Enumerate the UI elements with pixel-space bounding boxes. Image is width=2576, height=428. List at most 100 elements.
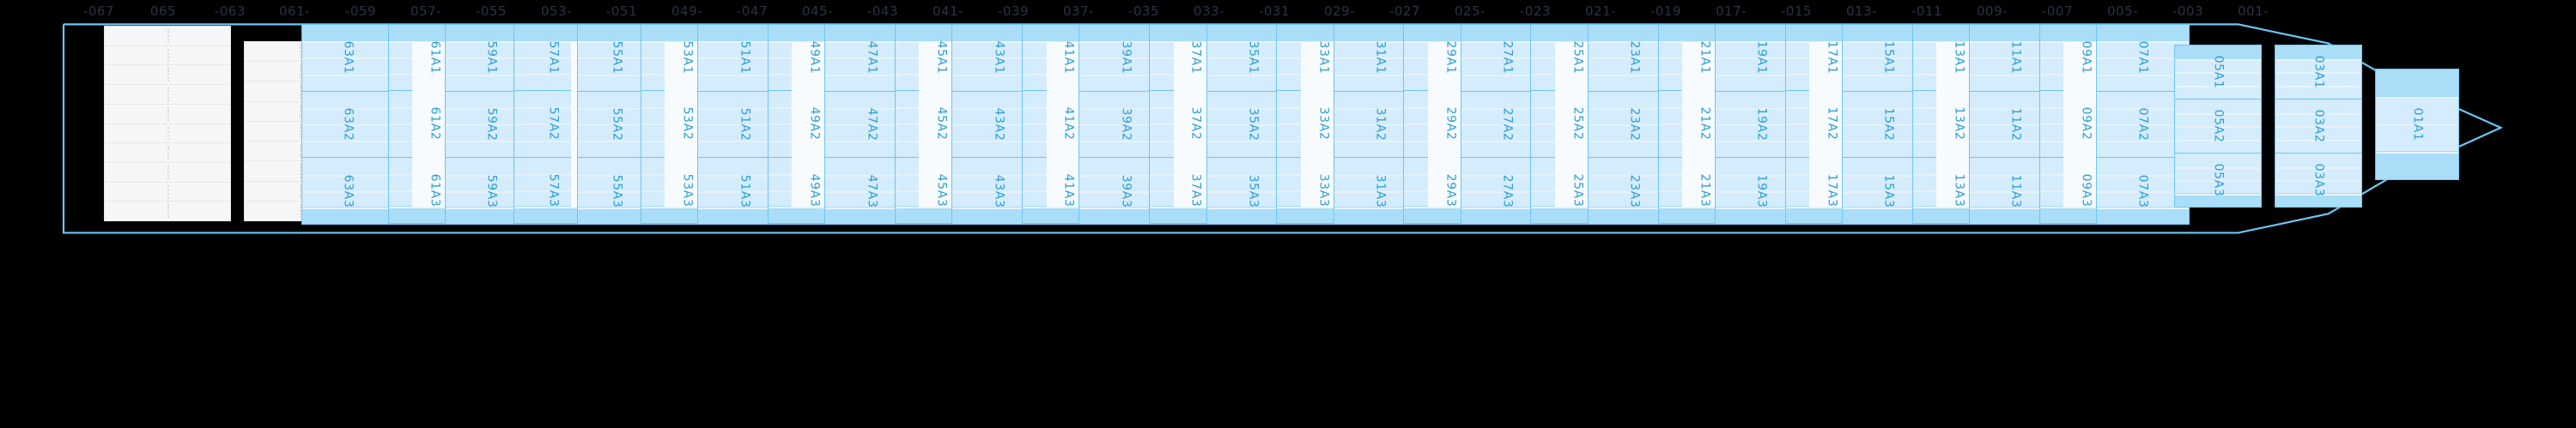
cell-label: 09A3 <box>2079 173 2093 208</box>
cargo-cell-27A2[interactable]: 27A2 <box>1461 92 1553 159</box>
cell-label: 53A3 <box>680 173 695 208</box>
empty-slot-row[interactable] <box>105 202 230 220</box>
ruler-tick-019: -019 <box>1649 3 1682 19</box>
bay-067[interactable] <box>103 26 231 221</box>
slot-divider <box>1715 57 1807 60</box>
cargo-cell-19A1[interactable]: 19A1 <box>1715 25 1807 92</box>
cargo-cell-01A1[interactable]: 01A1 <box>2376 69 2458 179</box>
cargo-cell-27A1[interactable]: 27A1 <box>1461 25 1553 92</box>
cargo-cell-63A1[interactable]: 63A1 <box>301 25 394 92</box>
cargo-cell-55A2[interactable]: 55A2 <box>578 92 657 159</box>
empty-slot-row[interactable] <box>104 124 230 144</box>
bay-63[interactable]: 63A1 63A2 63A3 <box>301 24 395 225</box>
cargo-cell-57A2[interactable]: 57A2 <box>514 91 593 158</box>
cargo-cell-39A2[interactable]: 39A2 <box>1079 92 1172 159</box>
empty-slot-row[interactable] <box>104 163 230 183</box>
cargo-cell-47A1[interactable]: 47A1 <box>825 25 918 92</box>
empty-slot-row[interactable] <box>104 85 230 105</box>
cargo-cell-39A1[interactable]: 39A1 <box>1079 25 1172 92</box>
cargo-cell-47A2[interactable]: 47A2 <box>825 92 918 159</box>
empty-slot-row[interactable] <box>245 182 354 202</box>
cell-shade-top <box>514 25 593 42</box>
cargo-cell-03A1[interactable]: 03A1 <box>2275 45 2361 99</box>
cargo-cell-15A3[interactable]: 15A3 <box>1842 158 1935 225</box>
cell-label: 15A3 <box>1881 174 1896 208</box>
cargo-cell-51A1[interactable]: 51A1 <box>698 25 791 92</box>
cell-label: 53A1 <box>680 40 695 75</box>
empty-slot-row[interactable] <box>104 183 230 202</box>
cargo-cell-03A3[interactable]: 03A3 <box>2275 154 2361 207</box>
cargo-cell-11A1[interactable]: 11A1 <box>1969 25 2062 92</box>
empty-slot-row[interactable] <box>245 102 354 122</box>
cargo-cell-05A1[interactable]: 05A1 <box>2175 45 2261 99</box>
cell-label: 25A2 <box>1570 107 1584 141</box>
cargo-cell-55A3[interactable]: 55A3 <box>578 158 657 225</box>
cargo-cell-11A2[interactable]: 11A2 <box>1969 92 2062 159</box>
empty-slot-row[interactable] <box>104 65 230 86</box>
slot-divider <box>952 107 1045 110</box>
cargo-cell-31A2[interactable]: 31A2 <box>1334 92 1426 159</box>
cargo-cell-19A3[interactable]: 19A3 <box>1715 158 1807 225</box>
cargo-cell-35A2[interactable]: 35A2 <box>1206 92 1299 159</box>
cargo-cell-59A2[interactable]: 59A2 <box>446 92 538 159</box>
cell-label: 47A3 <box>864 174 878 208</box>
cargo-cell-47A3[interactable]: 47A3 <box>825 158 918 225</box>
cargo-cell-43A1[interactable]: 43A1 <box>952 25 1045 92</box>
cargo-cell-27A3[interactable]: 27A3 <box>1461 158 1553 225</box>
empty-slot-row[interactable] <box>245 81 354 102</box>
cargo-cell-51A3[interactable]: 51A3 <box>698 158 791 225</box>
cell-shade-top <box>952 25 1045 42</box>
empty-slot-row[interactable] <box>245 42 354 63</box>
cargo-cell-15A2[interactable]: 15A2 <box>1842 92 1935 159</box>
empty-slot-row[interactable] <box>104 46 230 66</box>
cargo-cell-43A3[interactable]: 43A3 <box>952 158 1045 225</box>
cargo-cell-05A2[interactable]: 05A2 <box>2175 99 2261 154</box>
cargo-cell-51A2[interactable]: 51A2 <box>698 92 791 159</box>
empty-slot-row[interactable] <box>245 62 354 82</box>
empty-slot-row[interactable] <box>245 161 354 182</box>
cargo-cell-23A2[interactable]: 23A2 <box>1588 92 1680 159</box>
bay-01[interactable]: 01A1 <box>2375 69 2459 180</box>
slot-divider <box>1461 174 1553 177</box>
cargo-cell-05A3[interactable]: 05A3 <box>2175 154 2261 207</box>
cargo-cell-11A3[interactable]: 11A3 <box>1969 158 2062 225</box>
cargo-cell-55A1[interactable]: 55A1 <box>578 25 657 92</box>
cell-label: 01A1 <box>2409 107 2424 142</box>
empty-slot-row[interactable] <box>245 142 354 162</box>
cargo-cell-57A3[interactable]: 57A3 <box>514 158 593 224</box>
cargo-cell-35A3[interactable]: 35A3 <box>1206 158 1299 225</box>
cell-label: 63A2 <box>341 107 355 142</box>
ruler-tick-023: -023 <box>1519 3 1552 19</box>
slot-divider <box>1588 207 1680 209</box>
cargo-cell-63A3[interactable]: 63A3 <box>301 158 394 225</box>
cargo-cell-23A1[interactable]: 23A1 <box>1588 25 1680 92</box>
cargo-cell-15A1[interactable]: 15A1 <box>1842 25 1935 92</box>
cargo-cell-43A2[interactable]: 43A2 <box>952 92 1045 159</box>
empty-slot-row[interactable] <box>245 202 354 220</box>
cargo-cell-39A3[interactable]: 39A3 <box>1079 158 1172 225</box>
cargo-cell-07A1[interactable]: 07A1 <box>2096 25 2189 92</box>
cargo-cell-57A1[interactable]: 57A1 <box>514 25 593 92</box>
cargo-cell-23A3[interactable]: 23A3 <box>1588 158 1680 225</box>
cargo-cell-07A3[interactable]: 07A3 <box>2096 158 2189 225</box>
slot-divider <box>2096 174 2189 177</box>
cargo-cell-07A2[interactable]: 07A2 <box>2096 92 2189 159</box>
slot-divider <box>1969 74 2062 76</box>
empty-slot-row[interactable] <box>104 143 230 163</box>
cargo-cell-19A2[interactable]: 19A2 <box>1715 92 1807 159</box>
ruler-tick-063: -063 <box>214 3 246 19</box>
cargo-cell-63A2[interactable]: 63A2 <box>301 92 394 159</box>
empty-slot-row[interactable] <box>104 27 230 46</box>
cargo-cell-35A1[interactable]: 35A1 <box>1206 25 1299 92</box>
slot-divider <box>2175 85 2261 87</box>
empty-slot-row[interactable] <box>245 122 354 142</box>
empty-slot-row[interactable] <box>104 105 230 124</box>
cell-shade-top <box>578 25 657 42</box>
cargo-cell-31A3[interactable]: 31A3 <box>1334 158 1426 225</box>
cargo-cell-03A2[interactable]: 03A2 <box>2275 99 2361 154</box>
cargo-cell-31A1[interactable]: 31A1 <box>1334 25 1426 92</box>
